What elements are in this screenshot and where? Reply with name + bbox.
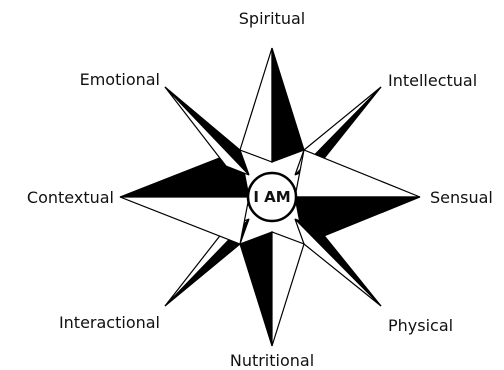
label-contextual: Contextual bbox=[27, 188, 114, 207]
label-interactional: Interactional bbox=[59, 313, 160, 332]
star-point-physical bbox=[295, 219, 381, 306]
star-point-spiritual bbox=[240, 48, 304, 162]
label-spiritual: Spiritual bbox=[239, 9, 305, 28]
center-label: I AM bbox=[253, 188, 290, 206]
star-point-emotional bbox=[165, 87, 249, 175]
star-point-nutritional bbox=[240, 232, 304, 346]
label-emotional: Emotional bbox=[80, 70, 160, 89]
label-intellectual: Intellectual bbox=[388, 71, 477, 90]
label-physical: Physical bbox=[388, 316, 453, 335]
label-nutritional: Nutritional bbox=[230, 351, 314, 370]
label-sensual: Sensual bbox=[430, 188, 493, 207]
